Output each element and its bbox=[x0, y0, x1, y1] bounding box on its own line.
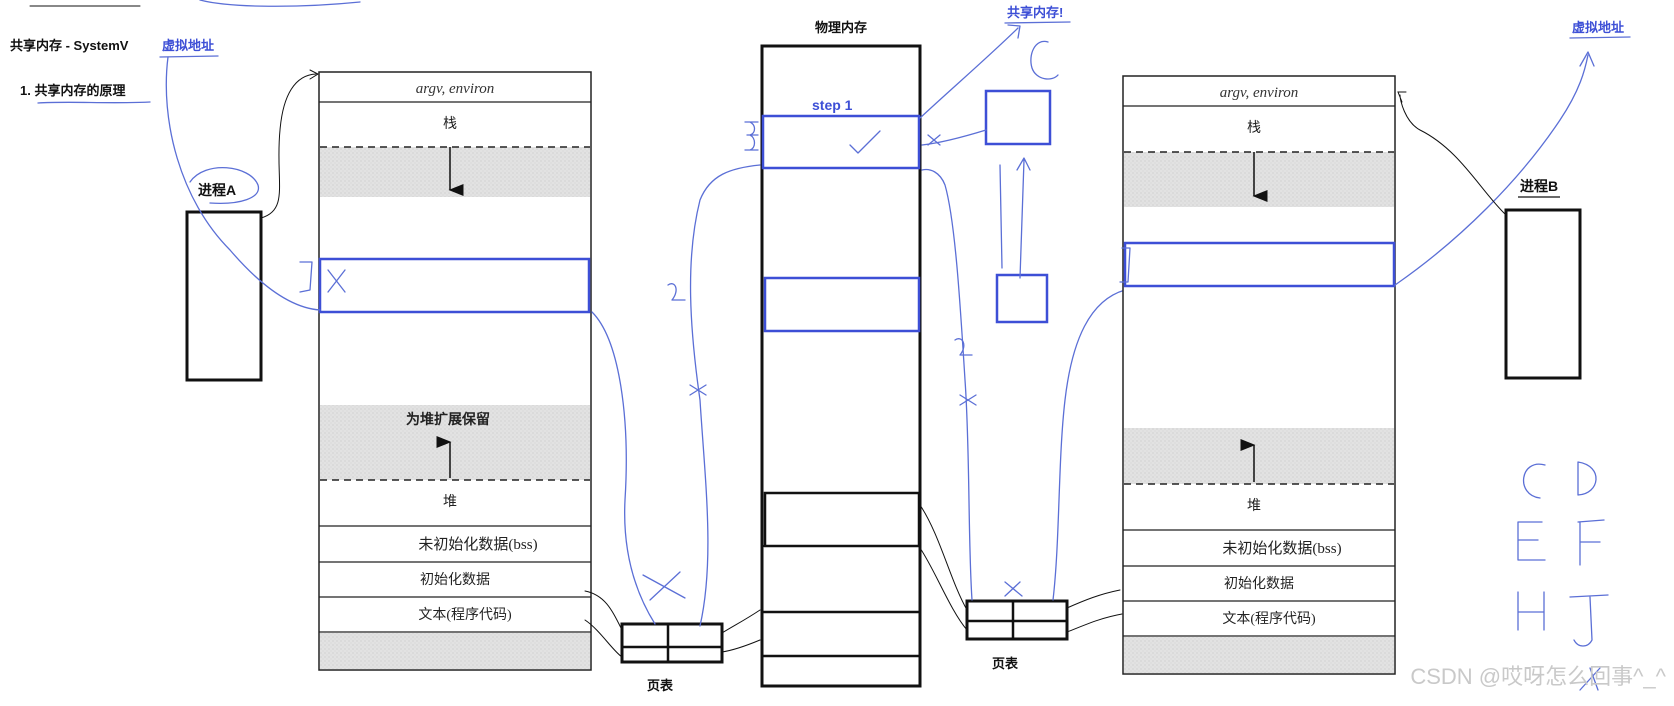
text-label-left: 文本(程序代码) bbox=[418, 607, 512, 623]
process-a-label: 进程A bbox=[198, 182, 236, 198]
shared-connector-1 bbox=[999, 164, 1003, 269]
page-table-right bbox=[965, 599, 1069, 641]
shared-connector-arrow bbox=[1016, 157, 1031, 279]
underline-shared bbox=[1004, 21, 1071, 24]
watermark: CSDN @哎呀怎么回事^_^ bbox=[1410, 664, 1666, 689]
argv-environ-left: argv, environ bbox=[416, 81, 495, 97]
argv-environ-right: argv, environ bbox=[1220, 85, 1299, 101]
process-a-link-arrow bbox=[309, 69, 320, 80]
page-table-right-outputs bbox=[1066, 589, 1123, 633]
data-label-right: 初始化数据 bbox=[1224, 575, 1294, 592]
virtual-address-label-right: 虚拟地址 bbox=[1572, 20, 1624, 35]
process-b-label: 进程B bbox=[1520, 178, 1558, 194]
letter-f bbox=[1577, 519, 1605, 566]
physical-block-2 bbox=[763, 276, 921, 333]
page-table-left-inputs bbox=[584, 590, 623, 658]
shared-box-to-physical bbox=[921, 129, 987, 146]
virtual-right-link bbox=[1394, 51, 1595, 286]
heap-label-right: 堆 bbox=[1247, 498, 1261, 514]
stack-label-left: 栈 bbox=[443, 116, 457, 132]
shared-region-left bbox=[318, 257, 591, 314]
top-scribble-curve bbox=[199, 0, 361, 7]
pagetable-to-physical-right bbox=[921, 168, 973, 601]
mark-3-left bbox=[744, 121, 759, 151]
virtual-left-link bbox=[165, 56, 321, 311]
process-a-circle-scribble bbox=[189, 167, 260, 204]
physical-shared-block bbox=[761, 114, 921, 170]
letter-h bbox=[1517, 591, 1545, 631]
mark-2-left bbox=[667, 283, 707, 396]
underline-virtual-left bbox=[159, 55, 219, 58]
physical-memory-box bbox=[760, 44, 922, 688]
process-b-link-curve bbox=[1397, 91, 1507, 216]
stack-label-right: 栈 bbox=[1247, 120, 1261, 136]
left-shared-to-pagetable bbox=[591, 311, 656, 625]
physical-memory-title: 物理内存 bbox=[815, 20, 867, 35]
process-b-box bbox=[1504, 208, 1582, 380]
virtual-address-label-left: 虚拟地址 bbox=[162, 38, 214, 53]
mark-x-left bbox=[299, 261, 346, 293]
mark-x-pagetable-left bbox=[642, 571, 686, 601]
virtual-space-right: argv, environ 栈 堆 未初始化数据(bss) 初始化数据 文本(程… bbox=[1122, 75, 1396, 675]
section-subtitle: 1. 共享内存的原理 bbox=[20, 83, 125, 98]
page-table-right-label: 页表 bbox=[992, 656, 1019, 671]
shared-region-right bbox=[1123, 241, 1396, 288]
letter-mark-bottom bbox=[1579, 667, 1601, 691]
physical-block-3 bbox=[763, 491, 921, 548]
underline-virtual-right bbox=[1569, 36, 1631, 39]
heap-reserve-label-left: 为堆扩展保留 bbox=[406, 411, 490, 428]
page-title: 共享内存 - SystemV bbox=[10, 38, 129, 53]
heap-label-left: 堆 bbox=[443, 494, 457, 510]
mark-x-pagetable-right bbox=[1004, 581, 1023, 597]
shared-segment-box-upper bbox=[984, 89, 1052, 146]
mark-2-right bbox=[954, 338, 977, 406]
pagetable-to-shared-right bbox=[1052, 289, 1126, 601]
shared-memory-note: 共享内存! bbox=[1007, 5, 1063, 20]
mark-bracket-right bbox=[1119, 247, 1131, 283]
bss-label-right: 未初始化数据(bss) bbox=[1222, 540, 1341, 557]
pagetable-to-physical-left bbox=[689, 164, 761, 627]
page-table-left-outputs bbox=[721, 609, 761, 653]
process-a-link-curve bbox=[260, 73, 317, 219]
data-label-left: 初始化数据 bbox=[420, 571, 490, 588]
side-handwriting bbox=[1517, 461, 1609, 691]
page-table-left bbox=[620, 622, 724, 664]
shared-segment-box-lower bbox=[995, 273, 1049, 324]
process-a-box bbox=[185, 210, 263, 382]
virtual-space-left: argv, environ 栈 为堆扩展保留 堆 未初始化数据(bss) 初始化… bbox=[318, 71, 592, 671]
letter-d bbox=[1577, 461, 1597, 496]
step-label: step 1 bbox=[812, 97, 853, 113]
bss-label-left: 未初始化数据(bss) bbox=[418, 536, 537, 553]
page-table-right-inputs bbox=[919, 504, 968, 631]
mark-6 bbox=[1030, 40, 1059, 80]
letter-e bbox=[1517, 521, 1546, 561]
page-table-left-label: 页表 bbox=[647, 678, 674, 693]
letter-j bbox=[1569, 594, 1609, 647]
text-label-right: 文本(程序代码) bbox=[1222, 611, 1316, 627]
letter-c bbox=[1523, 463, 1546, 499]
shared-note-link bbox=[919, 24, 1021, 119]
underline-subtitle bbox=[37, 101, 151, 104]
check-mark bbox=[849, 130, 881, 154]
